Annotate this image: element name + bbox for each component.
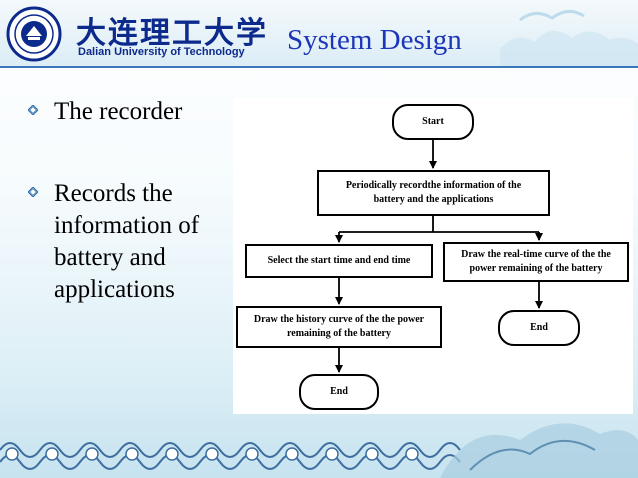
- footer-wave-decoration: [0, 423, 638, 478]
- flowchart-end-right-node: End: [498, 310, 580, 346]
- diamond-bullet-icon: [28, 187, 38, 197]
- slide-header: 大连理工大学 Dalian University of Technology S…: [0, 0, 638, 66]
- flowchart-record-node: Periodically recordthe information of th…: [317, 170, 550, 216]
- flowchart-select-node: Select the start time and end time: [245, 244, 433, 278]
- diamond-bullet-icon: [28, 105, 38, 115]
- school-name-english: Dalian University of Technology: [78, 46, 245, 58]
- flowchart-connectors: [335, 140, 543, 373]
- header-cloud-decoration: [500, 10, 638, 66]
- header-divider: [0, 66, 638, 68]
- bullet-item: The recorder: [22, 96, 232, 128]
- university-seal-icon: [6, 6, 62, 62]
- flowchart: Start Periodically recordthe information…: [233, 98, 633, 414]
- school-name-chinese: 大连理工大学: [76, 16, 268, 51]
- flowchart-end-bottom-node: End: [299, 374, 379, 410]
- flowchart-draw-history-node: Draw the history curve of the the power …: [236, 306, 442, 348]
- bullet-text: Records the information of battery and a…: [54, 180, 200, 303]
- bullet-list: The recorder Records the information of …: [22, 96, 232, 356]
- flowchart-start-node: Start: [392, 104, 474, 140]
- bullet-item: Records the information of battery and a…: [22, 178, 232, 306]
- flowchart-draw-realtime-node: Draw the real-time curve of the the powe…: [443, 242, 629, 282]
- bullet-text: The recorder: [54, 98, 183, 125]
- slide-title: System Design: [287, 24, 462, 56]
